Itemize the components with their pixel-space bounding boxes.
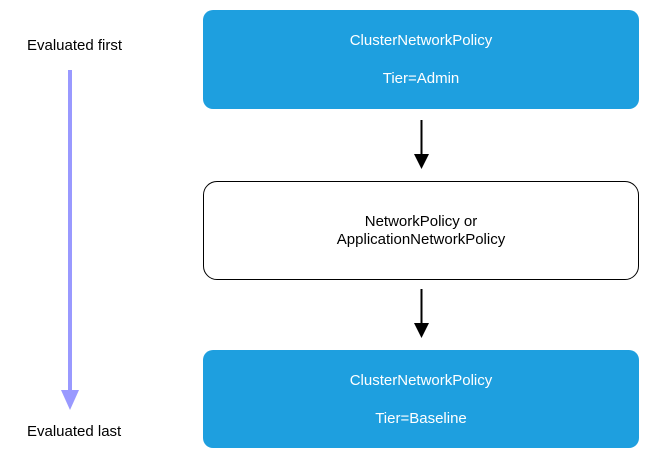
flow-arrow-bottom-icon <box>414 289 429 338</box>
node-title-line2: ApplicationNetworkPolicy <box>336 230 506 248</box>
evaluation-order-arrow-icon <box>61 70 79 410</box>
evaluated-last-label: Evaluated last <box>27 423 122 440</box>
node-networkpolicy-or-applicationnetworkpolicy: NetworkPolicy or ApplicationNetworkPolic… <box>203 181 639 280</box>
node-clusternetworkpolicy-baseline: ClusterNetworkPolicy Tier=Baseline <box>203 350 639 448</box>
node-title: ClusterNetworkPolicy <box>349 32 493 49</box>
node-tier-label: Tier=Admin <box>382 70 460 87</box>
node-clusternetworkpolicy-admin: ClusterNetworkPolicy Tier=Admin <box>203 10 639 109</box>
node-title: ClusterNetworkPolicy <box>349 371 493 389</box>
node-title-line1: NetworkPolicy or <box>364 212 478 230</box>
evaluated-first-label: Evaluated first <box>27 37 123 54</box>
node-tier-label: Tier=Baseline <box>375 409 467 427</box>
flow-arrow-top-icon <box>414 120 429 169</box>
